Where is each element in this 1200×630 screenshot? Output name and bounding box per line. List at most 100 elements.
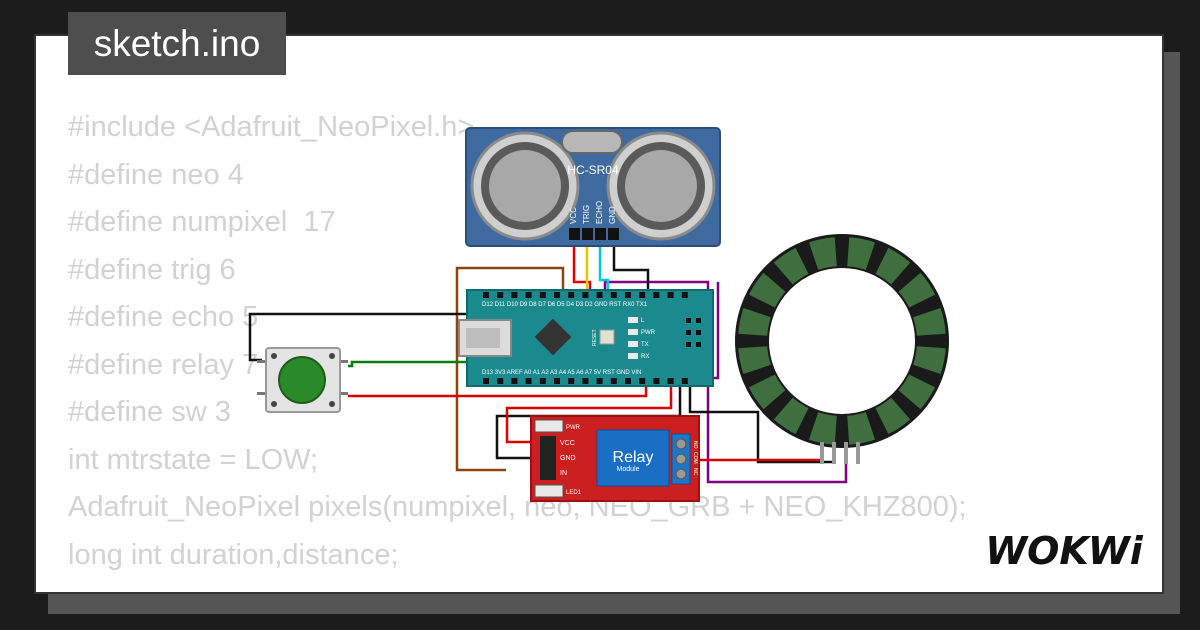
code-line[interactable]: Adafruit_NeoPixel pixels(numpixel, neo, … xyxy=(68,491,967,523)
ring-led xyxy=(847,237,875,270)
relay-module[interactable]: PWR VCC GND IN LED1 Relay Module NO COM … xyxy=(530,415,700,502)
nano-header-pin[interactable] xyxy=(568,292,575,298)
relay-pin-header xyxy=(540,436,556,480)
nano-header-pin[interactable] xyxy=(582,378,589,384)
nano-top-header xyxy=(483,292,688,298)
nano-header-pin[interactable] xyxy=(497,378,504,384)
ring-led xyxy=(875,397,911,435)
wokwi-logo[interactable]: WOKWi xyxy=(978,530,1150,574)
relay-pin-gnd-label: GND xyxy=(560,455,576,462)
nano-led-label-pwr: PWR xyxy=(641,330,656,336)
ring-led xyxy=(913,308,946,336)
nano-header-pin[interactable] xyxy=(653,292,660,298)
nano-header-pin[interactable] xyxy=(639,292,646,298)
ring-led xyxy=(773,397,809,435)
nano-header-pin[interactable] xyxy=(483,378,489,384)
nano-header-pin[interactable] xyxy=(568,378,575,384)
sensor-pin-trig-label: TRIG xyxy=(582,205,591,224)
relay-led-1 xyxy=(534,484,564,498)
ring-led xyxy=(738,346,771,374)
ring-led xyxy=(898,272,936,308)
nano-header-pin[interactable] xyxy=(625,292,631,298)
nano-bottom-header xyxy=(483,378,688,384)
wire-black-sensor-gnd xyxy=(612,240,650,296)
ring-pins xyxy=(820,442,860,464)
code-line[interactable]: long int duration,distance; xyxy=(68,538,399,571)
nano-reset-label: RESET xyxy=(592,329,598,346)
nano-header-pin[interactable] xyxy=(653,378,660,384)
nano-header-pin[interactable] xyxy=(554,292,560,298)
sensor-pin-gnd-label: GND xyxy=(608,206,617,224)
code-line[interactable]: #define numpixel 17 xyxy=(68,206,336,238)
relay-led-1-label: LED1 xyxy=(566,490,582,496)
neopixel-ring[interactable] xyxy=(735,234,949,464)
nano-header-pin[interactable] xyxy=(582,292,589,298)
ring-led xyxy=(748,374,786,410)
nano-header-pin[interactable] xyxy=(511,292,518,298)
nano-header-pin[interactable] xyxy=(667,292,674,298)
nano-header-pin[interactable] xyxy=(525,378,532,384)
nano-icsp-header xyxy=(686,318,701,347)
relay-terminal-no: NO xyxy=(692,441,698,449)
ring-led xyxy=(748,272,786,308)
code-line[interactable]: #define neo 4 xyxy=(68,158,244,191)
file-tab-title[interactable]: sketch.ino xyxy=(68,12,286,75)
ultrasonic-sensor[interactable]: HC-SR04 VCC TRIG ECHO GND xyxy=(465,127,721,247)
code-line[interactable]: #include <Adafruit_NeoPixel.h> xyxy=(68,111,475,143)
ring-led xyxy=(898,374,936,410)
wire-red-relay-vcc xyxy=(505,378,673,444)
wire-brown xyxy=(455,266,565,472)
code-line[interactable]: #define relay 7 xyxy=(68,348,259,381)
nano-header-pin[interactable] xyxy=(610,378,617,384)
nano-header-pin[interactable] xyxy=(497,292,504,298)
nano-header-pin[interactable] xyxy=(539,378,546,384)
relay-led-pwr-label: PWR xyxy=(566,425,581,431)
nano-header-pin[interactable] xyxy=(596,292,603,298)
ring-leds xyxy=(738,237,946,445)
wokwi-logo-text: WOKWi xyxy=(985,530,1144,573)
wire-black-relay-gnd xyxy=(495,378,682,460)
nano-header-pin[interactable] xyxy=(610,292,617,298)
ring-led xyxy=(913,346,946,374)
nano-led-label-l: L xyxy=(641,318,645,324)
nano-header-pin[interactable] xyxy=(667,378,674,384)
wire-yellow-sensor-trig xyxy=(578,240,589,296)
relay-box xyxy=(596,429,670,487)
nano-header-pin[interactable] xyxy=(554,378,560,384)
nano-header-pin[interactable] xyxy=(596,378,603,384)
push-button-cap[interactable] xyxy=(278,356,326,404)
nano-chip xyxy=(534,318,572,356)
sensor-label: HC-SR04 xyxy=(567,163,619,177)
relay-pin-vcc-label: VCC xyxy=(560,440,575,447)
nano-header-pin[interactable] xyxy=(681,292,688,298)
sensor-pin-vcc-label: VCC xyxy=(569,207,578,224)
sensor-pin-echo-label: ECHO xyxy=(595,201,604,224)
nano-header-pin[interactable] xyxy=(639,378,646,384)
ring-led xyxy=(809,237,837,270)
code-line[interactable]: #define sw 3 xyxy=(68,396,231,428)
sensor-pin-labels: VCC TRIG ECHO GND xyxy=(569,201,617,224)
nano-reset-button[interactable] xyxy=(599,329,615,345)
ring-led xyxy=(738,308,771,336)
nano-header-pin[interactable] xyxy=(511,378,518,384)
nano-leds xyxy=(628,317,638,359)
code-line[interactable]: #define trig 6 xyxy=(68,253,236,286)
nano-header-pin[interactable] xyxy=(483,292,489,298)
relay-terminal-nc: NC xyxy=(692,468,698,476)
ring-led xyxy=(773,247,809,285)
ring-led xyxy=(847,412,875,445)
relay-pin-in-label: IN xyxy=(560,470,567,477)
nano-top-pin-labels: D12 D11 D10 D9 D8 D7 D6 D5 D4 D3 D2 GND … xyxy=(482,302,648,308)
relay-terminal-com: COM xyxy=(692,452,698,464)
ring-led xyxy=(875,247,911,285)
push-button[interactable] xyxy=(257,347,348,413)
nano-header-pin[interactable] xyxy=(681,378,688,384)
code-line[interactable]: #define echo 5 xyxy=(68,301,259,333)
code-line[interactable]: int mtrstate = LOW; xyxy=(68,443,319,476)
arduino-nano[interactable]: D12 D11 D10 D9 D8 D7 D6 D5 D4 D3 D2 GND … xyxy=(458,289,714,387)
nano-header-pin[interactable] xyxy=(525,292,532,298)
nano-header-pin[interactable] xyxy=(539,292,546,298)
code-listing: #include <Adafruit_NeoPixel.h> #define ne… xyxy=(68,104,967,579)
nano-header-pin[interactable] xyxy=(625,378,631,384)
